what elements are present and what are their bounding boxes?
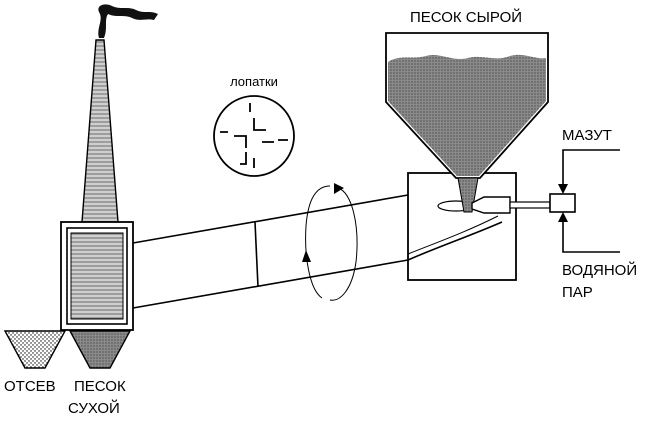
mixer-box xyxy=(549,193,576,213)
dry-sand-cone xyxy=(68,330,132,369)
rotation-arrow-left-icon xyxy=(302,250,311,262)
blades-label: лопатки xyxy=(230,74,278,89)
rotation-arrow-top-icon xyxy=(334,183,344,194)
dry-sand-label-line1: ПЕСОК xyxy=(74,378,126,395)
fuel-pipe xyxy=(509,201,551,209)
blades-icon xyxy=(220,103,288,168)
chimney xyxy=(81,39,119,223)
burner-nozzle xyxy=(471,196,511,214)
raw-sand-fill xyxy=(388,54,546,176)
rotation-ellipse-back xyxy=(305,185,331,299)
smoke-plume xyxy=(98,4,158,38)
drum-top-edge xyxy=(132,194,409,244)
rotation-ellipse-front xyxy=(329,187,358,301)
fuel-oil-label: МАЗУТ xyxy=(562,127,612,144)
fuel-oil-arrow-icon xyxy=(558,184,568,194)
steam-arrow-icon xyxy=(558,212,568,222)
raw-sand-label: ПЕСОК СЫРОЙ xyxy=(410,8,522,26)
drum-bottom-edge xyxy=(132,259,409,309)
drum-section-divider xyxy=(254,221,259,288)
steam-label-line2: ПАР xyxy=(562,284,593,301)
furnace-inner-slope xyxy=(407,221,503,261)
blades-circle xyxy=(213,95,295,177)
screenings-label: ОТСЕВ xyxy=(4,378,56,395)
screenings-cone xyxy=(3,330,67,369)
furnace-inner-slope-2 xyxy=(407,215,499,255)
steam-label-line1: ВОДЯНОЙ xyxy=(562,261,637,279)
dry-sand-label-line2: СУХОЙ xyxy=(68,399,120,417)
fuel-oil-line xyxy=(562,149,620,188)
dry-collector-inner xyxy=(70,232,124,320)
steam-line xyxy=(562,218,620,253)
